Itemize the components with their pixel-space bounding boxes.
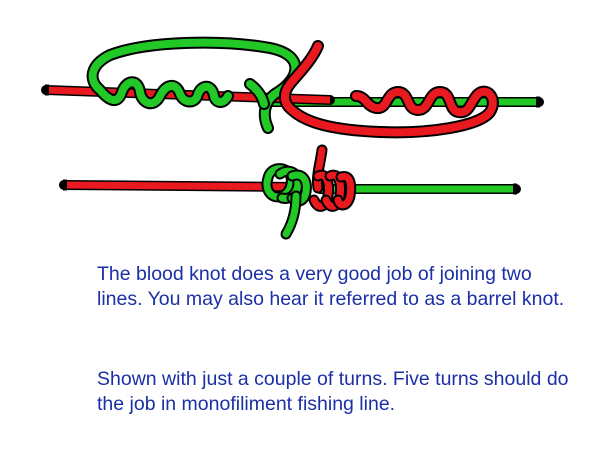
- red-barrel-wraps: [308, 169, 357, 212]
- loose-knot-illustration: [41, 36, 544, 139]
- blood-knot-diagram: [41, 36, 544, 240]
- green-tag-end: [280, 190, 302, 240]
- green-line-wraps: [86, 36, 302, 134]
- red-tag-end: [312, 144, 328, 194]
- red-line-tight-standing: [59, 179, 305, 192]
- caption-paragraph-1: The blood knot does a very good job of j…: [97, 263, 565, 310]
- green-crossing-over: [244, 78, 270, 110]
- caption-paragraph-2: Shown with just a couple of turns. Five …: [97, 368, 569, 415]
- green-barrel-wraps: [261, 163, 312, 207]
- tight-knot-illustration: [59, 144, 521, 240]
- red-line-wraps: [279, 40, 499, 139]
